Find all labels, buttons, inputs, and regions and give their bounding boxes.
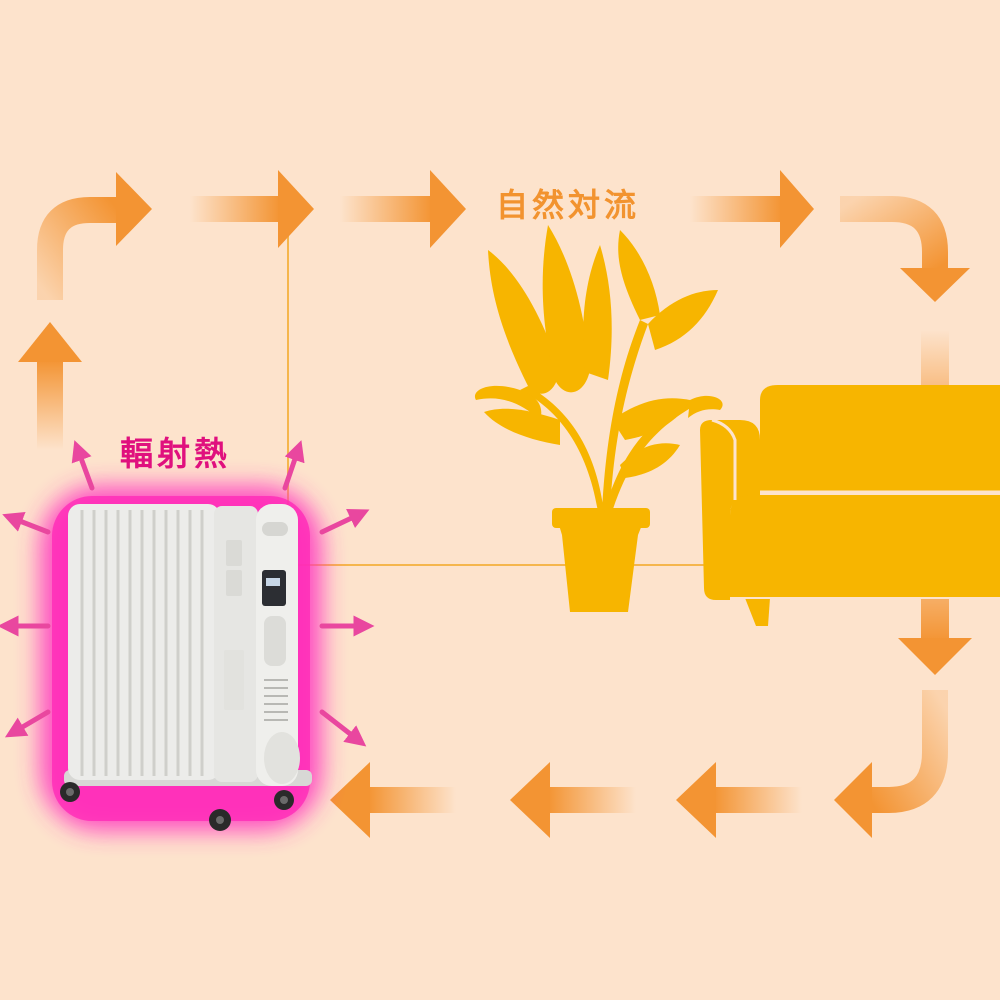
- radiator-fins: [80, 510, 204, 776]
- radiant-heat-arrows: [0, 440, 375, 747]
- radiant-arrow-right-lower: [319, 709, 367, 747]
- convection-arrow-bottom-1: [676, 762, 802, 838]
- convection-arrow-top-3: [690, 170, 814, 248]
- convection-arrow-top-1: [190, 170, 314, 248]
- convection-arrow-bottom-2: [510, 762, 636, 838]
- convection-arrow-corner-top-right: [840, 196, 970, 302]
- radiant-heat-label: 輻射熱: [120, 434, 231, 473]
- radiant-arrow-left-lower: [4, 709, 51, 738]
- radiant-arrow-up-right: [282, 440, 305, 491]
- radiant-arrow-up-left: [71, 440, 95, 491]
- convection-arrow-up: [18, 322, 82, 450]
- convection-arrow-corner-top-left: [37, 172, 152, 300]
- radiant-arrow-left-upper: [2, 512, 51, 535]
- heater-icon: [60, 504, 312, 831]
- sofa-icon: [700, 385, 1000, 626]
- radiant-arrow-right-upper: [319, 509, 370, 535]
- convection-arrow-top-2: [340, 170, 466, 248]
- convection-arrow-corner-bottom-right: [834, 690, 948, 838]
- convection-arrow-bottom-3: [330, 762, 456, 838]
- natural-convection-label: 自然対流: [496, 186, 641, 224]
- plant-icon: [474, 225, 723, 612]
